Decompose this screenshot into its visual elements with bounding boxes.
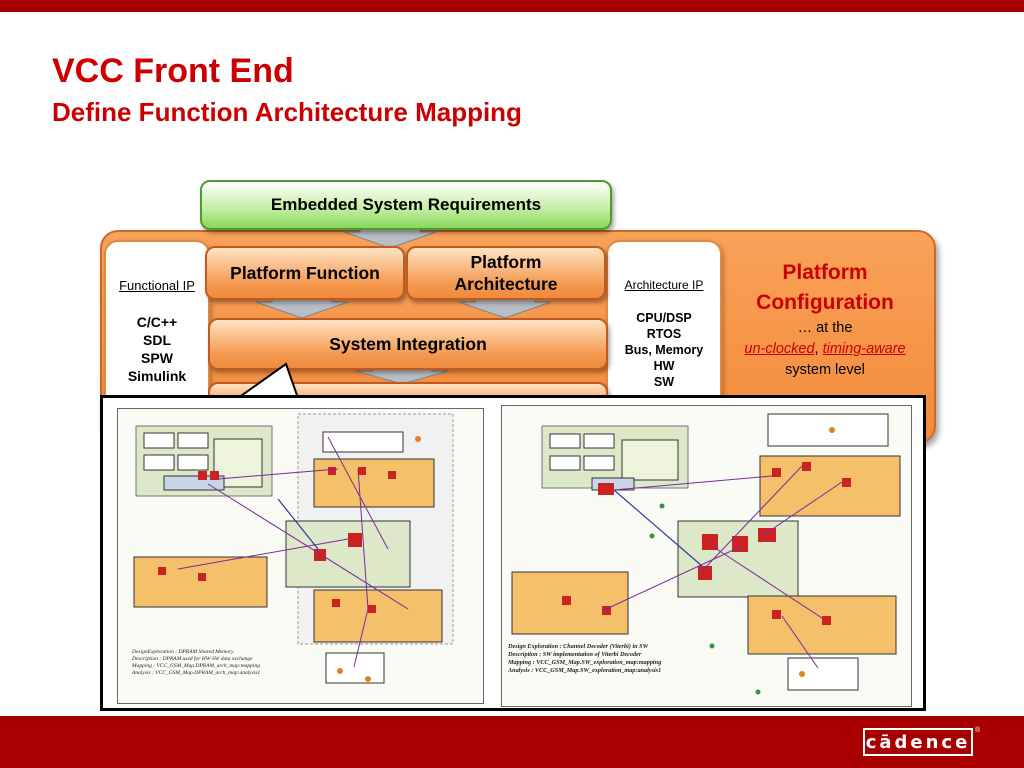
architecture-ip-item: CPU/DSP bbox=[636, 311, 692, 325]
caption-line: Design Exploration : Channel Decoder (Vi… bbox=[508, 643, 649, 650]
architecture-ip-items: CPU/DSP RTOS Bus, Memory HW SW bbox=[608, 310, 720, 390]
caption-line: Mapping : VCC_GSM_Map.SW_exploration_map… bbox=[508, 659, 662, 666]
slide-title: VCC Front End bbox=[52, 52, 294, 90]
registered-mark: ® bbox=[975, 727, 981, 734]
cadence-logo: cādence bbox=[863, 728, 973, 756]
architecture-ip-item: Bus, Memory bbox=[624, 343, 704, 357]
caption-line: DesignExploration : DPRAM Shared Memory bbox=[132, 649, 234, 655]
platform-architecture-line: Platform bbox=[470, 252, 542, 272]
caption-line: Mapping : VCC_GSM_Map.DPRAM_arch_map:map… bbox=[132, 663, 260, 669]
timing-aware-text: timing-aware bbox=[822, 341, 906, 357]
architecture-ip-item: RTOS bbox=[646, 327, 682, 341]
separator-text: , bbox=[814, 341, 819, 357]
architecture-ip-item: SW bbox=[653, 375, 675, 389]
caption-line: Description : SW implementation of Viter… bbox=[508, 651, 642, 658]
screenshot-frame: DesignExploration : DPRAM Shared Memory … bbox=[100, 395, 926, 711]
functional-ip-item: SPW bbox=[141, 350, 173, 366]
at-the-text: … at the bbox=[797, 320, 853, 336]
bottom-banner bbox=[0, 716, 1024, 768]
mapping-diagram-right bbox=[511, 413, 901, 695]
un-clocked-text: un-clocked bbox=[744, 341, 815, 357]
right-screenshot-caption: Design Exploration : Channel Decoder (Vi… bbox=[508, 643, 661, 675]
caption-line: Description : DPRAM used for HW-SW data … bbox=[132, 656, 253, 662]
functional-ip-item: C/C++ bbox=[136, 314, 178, 330]
caption-line: Analysis : VCC_GSM_Map.SW_exploration_ma… bbox=[508, 667, 662, 674]
architecture-ip-label: Architecture IP bbox=[624, 278, 704, 292]
platform-architecture-box: Platform Architecture bbox=[406, 246, 606, 300]
platform-configuration-title: Configuration bbox=[756, 291, 894, 314]
left-screenshot-caption: DesignExploration : DPRAM Shared Memory … bbox=[132, 649, 260, 677]
clocking-line: un-clocked, timing-aware bbox=[718, 339, 932, 360]
architecture-ip-item: HW bbox=[653, 359, 675, 373]
slide-subtitle: Define Function Architecture Mapping bbox=[52, 97, 522, 127]
functional-ip-items: C/C++ SDL SPW Simulink bbox=[106, 313, 208, 385]
functional-ip-item: Simulink bbox=[127, 368, 187, 384]
top-banner bbox=[0, 0, 1024, 12]
platform-function-box: Platform Function bbox=[205, 246, 405, 300]
platform-architecture-line: Architecture bbox=[454, 274, 558, 294]
platform-configuration: Platform Configuration … at the un-clock… bbox=[718, 258, 932, 381]
embedded-system-requirements-box: Embedded System Requirements bbox=[200, 180, 612, 230]
platform-configuration-title: Platform bbox=[782, 261, 868, 284]
functional-ip-label: Functional IP bbox=[119, 278, 195, 293]
system-integration-box: System Integration bbox=[208, 318, 608, 370]
functional-ip-item: SDL bbox=[143, 332, 171, 348]
caption-line: Analysis : VCC_GSM_Map.DPRAM_arch_map:an… bbox=[132, 670, 261, 676]
mapping-screenshot-left: DesignExploration : DPRAM Shared Memory … bbox=[117, 408, 484, 704]
system-level-text: system level bbox=[785, 362, 865, 378]
mapping-diagram-left bbox=[133, 413, 454, 684]
mapping-screenshot-right: Design Exploration : Channel Decoder (Vi… bbox=[501, 405, 912, 707]
